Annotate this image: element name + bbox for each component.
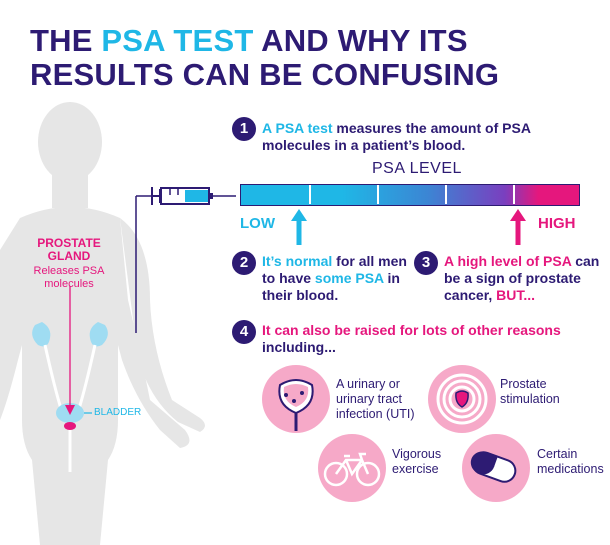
step-1-rest: measures the amount of PSA molecules in …	[262, 120, 531, 153]
step-2-b: for all men to have	[262, 253, 407, 286]
step-2-c: some	[314, 270, 352, 286]
psa-level-bar	[240, 184, 580, 206]
kidney-left	[32, 322, 51, 347]
scale-divider	[513, 185, 515, 204]
step-3-text: A high level of PSA can be a sign of pro…	[444, 253, 604, 304]
low-label: LOW	[240, 215, 275, 232]
step-4-badge: 4	[232, 320, 256, 344]
arrow-up-low-icon	[291, 209, 307, 245]
scale-divider	[309, 185, 311, 204]
uti-icon	[262, 365, 330, 433]
step-4-text: It can also be raised for lots of other …	[262, 322, 602, 356]
kidney-right	[89, 322, 108, 347]
psa-level-label: PSA LEVEL	[372, 160, 462, 177]
step-3-badge: 3	[414, 251, 438, 275]
prostate-stimulation-icon	[428, 365, 496, 433]
step-1-badge: 1	[232, 117, 256, 141]
step-4-b: including...	[262, 339, 336, 355]
scale-divider	[377, 185, 379, 204]
step-2-d: PSA	[351, 270, 384, 286]
arrow-up-high-icon	[510, 209, 526, 245]
step-3-a: A high level of PSA	[444, 253, 572, 269]
scale-divider	[445, 185, 447, 204]
step-1-highlight: A PSA test	[262, 120, 333, 136]
bladder-label: BLADDER	[94, 407, 142, 418]
step-3-b: can be a sign of prostate cancer,	[444, 253, 600, 303]
high-label: HIGH	[538, 215, 576, 232]
bicycle-icon	[318, 434, 386, 502]
step-2-text: It’s normal for all men to have some PSA…	[262, 253, 407, 304]
title-part1: THE	[30, 23, 102, 58]
step-1-text: A PSA test measures the amount of PSA mo…	[262, 120, 582, 154]
pill-icon	[462, 434, 530, 502]
step-2-a: It’s normal	[262, 253, 333, 269]
human-body-illustration	[0, 102, 205, 545]
reason-medications-label: Certain medications	[537, 447, 604, 476]
reason-exercise-label: Vigorous exercise	[392, 447, 442, 476]
step-4-a: It can also be raised for lots of other …	[262, 322, 561, 338]
syringe-icon	[135, 187, 236, 333]
reason-uti-label: A urinary or urinary tract infection (UT…	[336, 377, 415, 421]
step-2-e: in their blood.	[262, 270, 400, 303]
title-highlight: PSA TEST	[101, 23, 254, 58]
page-title: THE PSA TEST AND WHY ITS RESULTS CAN BE …	[30, 24, 600, 92]
reason-prostate-label: Prostate stimulation	[500, 377, 560, 406]
title-part2: AND WHY ITS RESULTS CAN BE CONFUSING	[30, 23, 500, 92]
prostate-gland-label: PROSTATE GLAND	[37, 236, 101, 263]
releases-psa-label: Releases PSA molecules	[33, 265, 105, 290]
step-3-c: BUT...	[496, 287, 536, 303]
step-2-badge: 2	[232, 251, 256, 275]
